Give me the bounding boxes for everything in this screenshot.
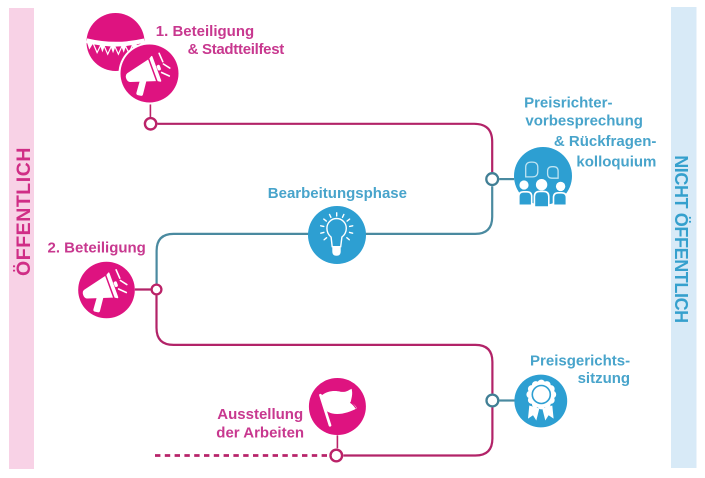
svg-text:& Stadtteilfest: & Stadtteilfest (188, 41, 285, 58)
svg-text:sitzung: sitzung (578, 370, 631, 387)
svg-text:der Arbeiten: der Arbeiten (216, 424, 304, 441)
svg-text:Bearbeitungsphase: Bearbeitungsphase (268, 185, 407, 202)
svg-text:ÖFFENTLICH: ÖFFENTLICH (12, 147, 35, 276)
svg-text:Preisrichter-: Preisrichter- (524, 94, 612, 111)
svg-text:kolloquium: kolloquium (576, 153, 656, 170)
svg-text:Ausstellung: Ausstellung (217, 406, 303, 423)
svg-text:NICHT ÖFFENTLICH: NICHT ÖFFENTLICH (671, 155, 691, 323)
svg-text:& Rückfragen-: & Rückfragen- (554, 133, 657, 150)
svg-text:1. Beteiligung: 1. Beteiligung (156, 23, 254, 40)
svg-text:vorbesprechung: vorbesprechung (525, 112, 643, 129)
svg-text:2. Beteiligung: 2. Beteiligung (48, 240, 146, 257)
svg-text:Preisgerichts-: Preisgerichts- (530, 353, 630, 370)
